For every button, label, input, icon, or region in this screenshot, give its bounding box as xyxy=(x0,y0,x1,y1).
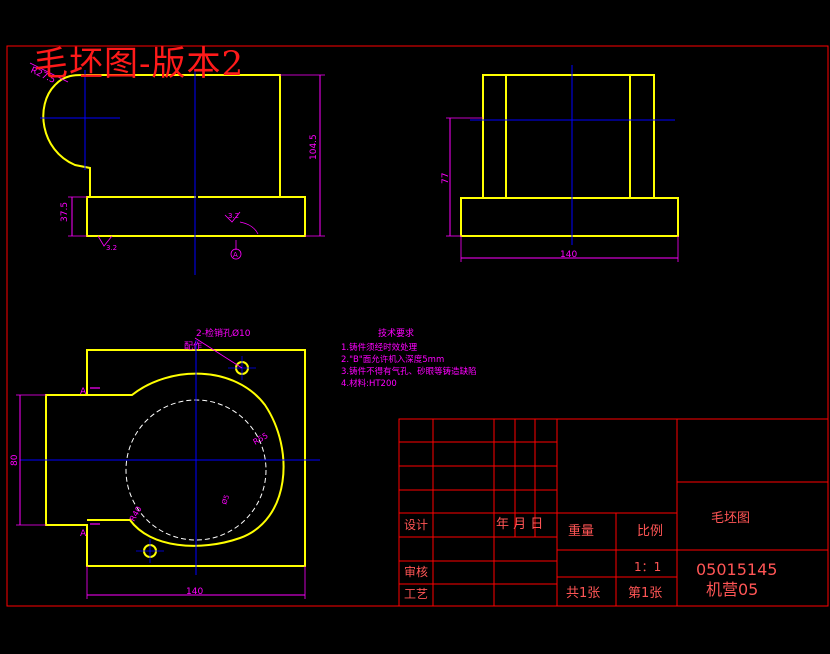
tb-dept: 机营05 xyxy=(706,580,758,599)
top-outline xyxy=(45,349,306,567)
hole-note: 2-检销孔Ø10 xyxy=(196,327,251,339)
tb-drawing-no: 05015145 xyxy=(696,560,777,579)
side-view: 77 140 xyxy=(441,65,679,262)
title-block xyxy=(398,418,829,607)
tb-scale-label: 比例 xyxy=(637,524,663,539)
title-block-text: 设计 年 月 日 重量 比例 1：1 审核 工艺 共1张 第1张 毛坯图 050… xyxy=(404,511,777,601)
tb-weight: 重量 xyxy=(568,523,594,539)
section-mark-front: A xyxy=(233,251,238,259)
front-view: 104.5 37.5 R27.5 3.2 3.2 A xyxy=(29,62,325,275)
dim-104-5: 104.5 xyxy=(309,134,319,160)
front-outline xyxy=(42,73,306,237)
technical-notes: 技术要求 1.铸件须经时效处理 2."B"面允许机入深度5mm 3.铸件不得有气… xyxy=(341,327,477,389)
tb-review: 审核 xyxy=(404,564,428,579)
watermark-title: 毛坯图-版本2 xyxy=(34,44,245,84)
notes-title: 技术要求 xyxy=(378,327,414,339)
tb-process: 工艺 xyxy=(404,587,428,601)
note-1: 1.铸件须经时效处理 xyxy=(341,342,418,353)
dim-side-77: 77 xyxy=(441,173,451,184)
tb-scale-value: 1：1 xyxy=(634,560,661,574)
side-upper xyxy=(482,74,655,199)
hole-note-2: 配作 xyxy=(184,340,202,352)
dia-label: Ø5 xyxy=(220,494,231,506)
note-3: 3.铸件不得有气孔、砂眼等铸造缺陷 xyxy=(341,366,477,377)
dim-top-140: 140 xyxy=(186,587,203,597)
note-4: 4.材料:HT200 xyxy=(341,378,397,389)
dim-side-140: 140 xyxy=(560,250,577,260)
top-view: 2-检销孔Ø10 配作 A A R55 R40 Ø5 80 140 xyxy=(10,327,320,599)
tb-drawing-name: 毛坯图 xyxy=(711,511,750,526)
dim-top-80: 80 xyxy=(10,454,20,466)
radius-r55: R55 xyxy=(252,431,270,447)
side-base xyxy=(460,197,679,237)
dim-37-5: 37.5 xyxy=(60,202,70,222)
section-a-bottom: A xyxy=(80,529,87,539)
tb-date: 年 月 日 xyxy=(496,517,543,532)
section-a-top: A xyxy=(80,387,87,397)
tb-total-sheets: 共1张 xyxy=(566,586,600,601)
tb-sheet-no: 第1张 xyxy=(628,586,662,601)
roughness-front-left: 3.2 xyxy=(106,244,117,252)
tb-design: 设计 xyxy=(404,518,428,532)
roughness-front-mid: 3.2 xyxy=(228,212,239,220)
note-2: 2."B"面允许机入深度5mm xyxy=(341,354,444,365)
